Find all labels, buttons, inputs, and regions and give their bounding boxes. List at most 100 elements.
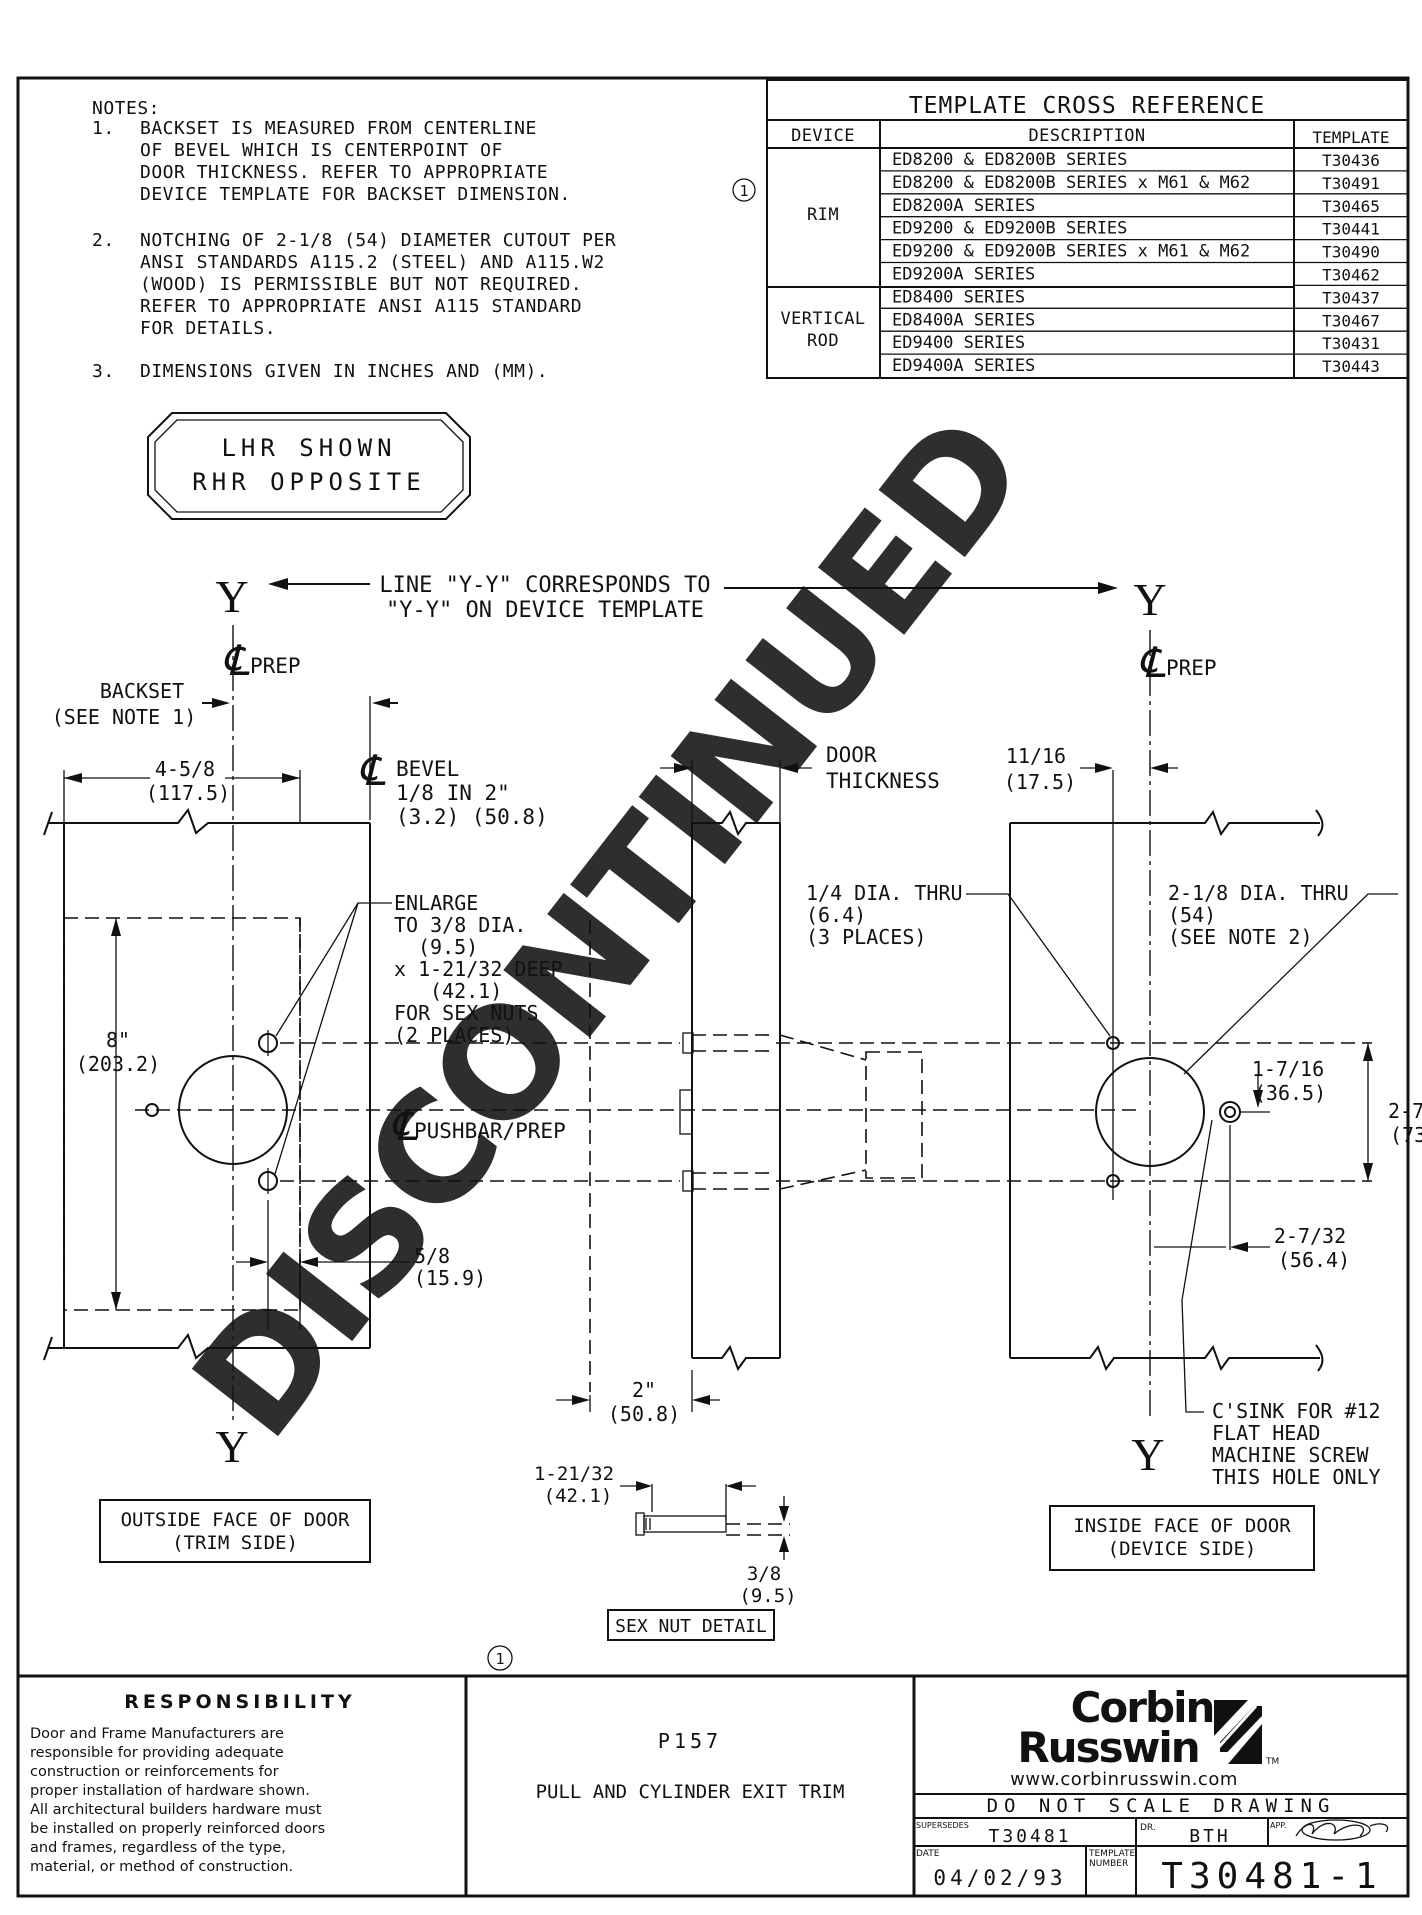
dim-2-metric: (50.8) xyxy=(608,1402,680,1426)
sexnut-length-metric: (42.1) xyxy=(544,1485,613,1507)
do-not-scale: DO NOT SCALE DRAWING xyxy=(987,1795,1336,1817)
backset-label: BACKSET xyxy=(100,679,184,703)
xref-description-cell: ED8200A SERIES xyxy=(892,196,1035,216)
note-3-number: 3. xyxy=(92,361,115,382)
xref-device-rim: RIM xyxy=(807,205,839,225)
cl-pushbar-symbol: ℄ xyxy=(390,1104,418,1150)
xref-description-cell: ED9200 & ED9200B SERIES x M61 & M62 xyxy=(892,242,1250,262)
responsibility-line: and frames, regardless of the type, xyxy=(30,1840,286,1856)
trademark: TM xyxy=(1265,1757,1279,1767)
product-code: P157 xyxy=(658,1729,722,1753)
responsibility-title: RESPONSIBILITY xyxy=(124,1691,355,1713)
xref-template-cell: T30441 xyxy=(1322,220,1380,239)
csink-line-1: C'SINK FOR #12 xyxy=(1212,1399,1381,1423)
door-thickness-label-2: THICKNESS xyxy=(826,769,940,793)
bevel-metric: (3.2) (50.8) xyxy=(396,805,548,829)
door-section-view xyxy=(589,809,923,1392)
xref-description-cell: ED9200 & ED9200B SERIES xyxy=(892,219,1127,239)
notes-block: NOTES: 1. BACKSET IS MEASURED FROM CENTE… xyxy=(92,98,616,382)
template-label-2: NUMBER xyxy=(1089,1859,1128,1869)
xref-header-template: TEMPLATE xyxy=(1312,128,1389,147)
website: www.corbinrusswin.com xyxy=(1010,1769,1238,1790)
app-label: APP. xyxy=(1270,1821,1286,1830)
xref-description-cell: ED8400A SERIES xyxy=(892,310,1035,330)
quarter-dia-line-3: (3 PLACES) xyxy=(806,925,926,949)
date-value: 04/02/93 xyxy=(933,1866,1066,1890)
inside-face-label: INSIDE FACE OF DOOR xyxy=(1073,1515,1291,1537)
xref-template-cell: T30491 xyxy=(1322,174,1380,193)
dim-2-7-32-metric: (56.4) xyxy=(1278,1248,1350,1272)
dim-2-7-8: 2-7/8 xyxy=(1388,1099,1422,1123)
dim-1-7-16-metric: (36.5) xyxy=(1254,1081,1326,1105)
cl-prep-left-symbol: ℄ xyxy=(222,639,250,685)
drawing-revision-mark: 1 xyxy=(495,1650,504,1668)
responsibility-line: material, or method of construction. xyxy=(30,1859,293,1875)
date-label: DATE xyxy=(916,1849,940,1859)
sexnut-dia-metric: (9.5) xyxy=(739,1585,796,1607)
responsibility-line: Door and Frame Manufacturers are xyxy=(30,1726,284,1742)
quarter-dia-line-2: (6.4) xyxy=(806,903,866,927)
product-name: PULL AND CYLINDER EXIT TRIM xyxy=(536,1781,845,1803)
sheet-border xyxy=(16,76,1410,1898)
revision-circle xyxy=(487,1645,513,1671)
xref-description-cell: ED9200A SERIES xyxy=(892,265,1035,285)
approval-signature xyxy=(1295,1819,1389,1841)
xref-revision-mark: 1 xyxy=(739,182,748,200)
bevel-label: BEVEL xyxy=(396,757,459,781)
note-2-line: ANSI STANDARDS A115.2 (STEEL) AND A115.W… xyxy=(140,252,605,273)
responsibility-line: be installed on properly reinforced door… xyxy=(30,1821,325,1837)
responsibility-line: proper installation of hardware shown. xyxy=(30,1783,310,1799)
sexnut-length: 1-21/32 xyxy=(534,1463,614,1485)
dr-value: BTH xyxy=(1189,1826,1231,1847)
enlarge-line-6: FOR SEX NUTS xyxy=(394,1001,539,1025)
xref-description-cell: ED8200 & ED8200B SERIES x M61 & M62 xyxy=(892,173,1250,193)
dim-4-5-8: 4-5/8 xyxy=(155,757,215,781)
note-1-line: DEVICE TEMPLATE FOR BACKSET DIMENSION. xyxy=(140,184,571,205)
xref-device-vertical: VERTICAL xyxy=(780,309,865,329)
dim-5-8: 5/8 xyxy=(414,1244,450,1268)
responsibility-line: construction or reinforcements for xyxy=(30,1764,279,1780)
cl-prep-right-symbol: ℄ xyxy=(1138,641,1166,687)
dr-label: DR. xyxy=(1140,1823,1156,1833)
xref-description-cell: ED9400 SERIES xyxy=(892,333,1025,353)
xref-template-cell: T30462 xyxy=(1322,266,1380,285)
brand-line-2: Russwin xyxy=(1017,1723,1198,1772)
responsibility-line: responsible for providing adequate xyxy=(30,1745,284,1761)
enlarge-line-4: x 1-21/32 DEEP xyxy=(394,957,563,981)
outside-face-label: OUTSIDE FACE OF DOOR xyxy=(121,1509,350,1531)
xref-device-rod: ROD xyxy=(807,331,839,351)
bevel-ratio: 1/8 IN 2" xyxy=(396,781,510,805)
xref-template-cell: T30490 xyxy=(1322,243,1380,262)
template-label: TEMPLATE xyxy=(1088,1849,1136,1859)
inside-face-sub: (DEVICE SIDE) xyxy=(1108,1538,1257,1560)
badge-line-2: RHR OPPOSITE xyxy=(192,468,425,496)
note-2-line: NOTCHING OF 2-1/8 (54) DIAMETER CUTOUT P… xyxy=(140,230,616,251)
note-1-line: DOOR THICKNESS. REFER TO APPROPRIATE xyxy=(140,162,548,183)
title-block: RESPONSIBILITY Door and Frame Manufactur… xyxy=(18,1674,1408,1897)
xref-template-cell: T30436 xyxy=(1322,151,1380,170)
xref-template-cell: T30437 xyxy=(1322,288,1380,307)
outside-face-view xyxy=(43,807,371,1361)
csink-line-4: THIS HOLE ONLY xyxy=(1212,1465,1381,1489)
xref-description-cell: ED8200 & ED8200B SERIES xyxy=(892,150,1127,170)
revision-circle xyxy=(732,178,756,202)
technical-drawing: Y Y Y Y LINE "Y-Y" CORRESPONDS TO "Y-Y" … xyxy=(43,571,1422,1671)
cl-bevel-symbol: ℄ xyxy=(358,749,386,795)
sex-nut-detail: 1-21/32 (42.1) 3/8 (9.5) SEX NUT DETAIL xyxy=(534,1463,797,1641)
xref-header-device: DEVICE xyxy=(791,126,855,146)
note-1-line: OF BEVEL WHICH IS CENTERPOINT OF xyxy=(140,140,503,161)
y-label-top-right: Y xyxy=(1133,574,1166,625)
supersedes-value: T30481 xyxy=(988,1826,1071,1847)
outside-face-sub: (TRIM SIDE) xyxy=(172,1532,298,1554)
inside-face-view xyxy=(1009,770,1324,1372)
xref-template-cell: T30465 xyxy=(1322,197,1380,216)
yy-note-line-1: LINE "Y-Y" CORRESPONDS TO xyxy=(379,573,710,598)
cl-prep-left-label: PREP xyxy=(250,654,301,678)
note-2-line: REFER TO APPROPRIATE ANSI A115 STANDARD xyxy=(140,296,582,317)
note-2-line: (WOOD) IS PERMISSIBLE BUT NOT REQUIRED. xyxy=(140,274,582,295)
big-dia-line-3: (SEE NOTE 2) xyxy=(1168,925,1313,949)
y-label-bottom-left: Y xyxy=(215,1421,248,1472)
quarter-dia-line-1: 1/4 DIA. THRU xyxy=(806,881,963,905)
